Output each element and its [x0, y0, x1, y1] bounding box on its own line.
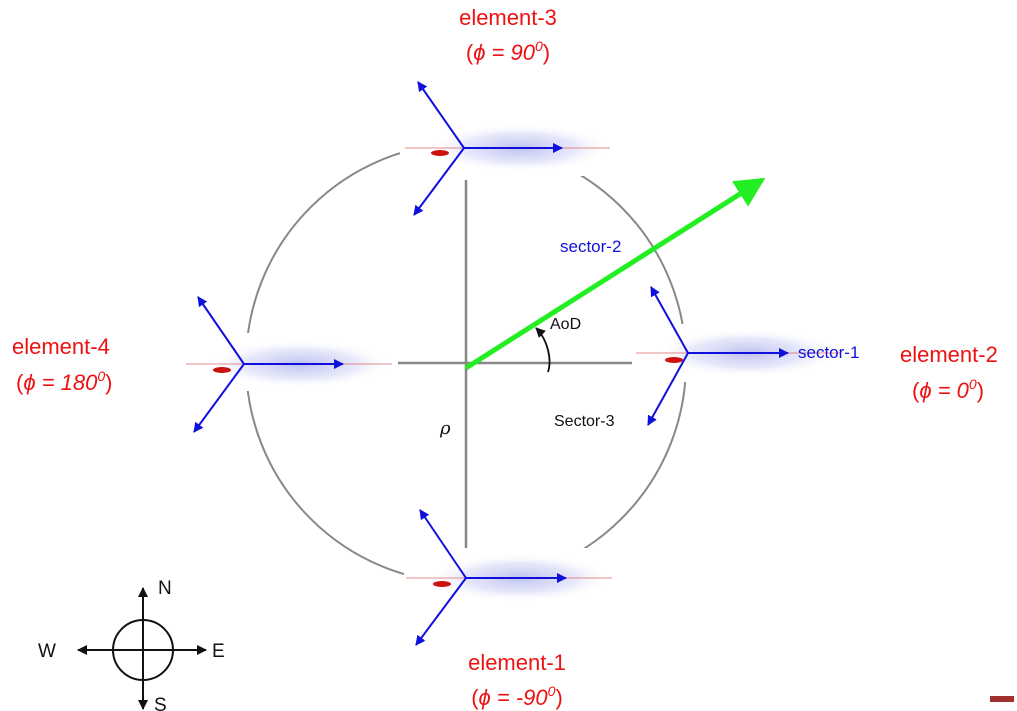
compass-s-label: S: [154, 695, 167, 711]
sector-2-label: sector-2: [560, 237, 621, 256]
element-4-sector-arrow-down: [193, 363, 245, 433]
corner-logo-fragment: [990, 696, 1014, 702]
element-4-label-group: element-4 (ϕ = 1800): [12, 334, 113, 395]
element-1-sector-arrow-up: [419, 509, 467, 579]
element-3-sector-arrow-up: [417, 81, 465, 149]
compass-n-label: N: [158, 578, 172, 599]
element-2-antenna: [632, 286, 840, 426]
element-4-sector-arrow-up: [197, 296, 245, 365]
element-3-name: element-3: [459, 5, 557, 30]
element-1-antenna: [404, 509, 614, 646]
element-2-label-group: element-2 (ϕ = 00): [900, 342, 998, 403]
element-1-phi: (ϕ = -900): [471, 683, 563, 710]
element-4-name: element-4: [12, 334, 110, 359]
element-2-name: element-2: [900, 342, 998, 367]
element-1-name: element-1: [468, 650, 566, 675]
sector-3-label: Sector-3: [554, 413, 615, 430]
element-1-red-spot: [433, 581, 451, 587]
aod-angle-arc: [535, 327, 551, 373]
aod-label: AoD: [550, 316, 581, 333]
element-4-phi: (ϕ = 1800): [16, 368, 113, 395]
element-4-red-spot: [213, 367, 231, 373]
element-2-red-spot: [665, 357, 683, 363]
element-3-sector-arrow-down: [413, 147, 465, 216]
element-1-sector-arrow-down: [415, 577, 467, 646]
element-2-sector-arrow-down: [647, 352, 689, 426]
element-2-phi: (ϕ = 00): [912, 376, 984, 403]
element-4-antenna: [184, 296, 392, 433]
rho-label: ρ: [439, 418, 451, 439]
element-3-antenna: [400, 81, 612, 216]
compass-rose: N S E W: [38, 578, 225, 711]
sector-1-label: sector-1: [798, 343, 859, 362]
beam-arrow: [464, 177, 766, 371]
element-1-label-group: element-1 (ϕ = -900): [468, 650, 566, 710]
element-3-red-spot: [431, 150, 449, 156]
element-2-sector-arrow-up: [650, 286, 689, 354]
compass-e-label: E: [212, 641, 225, 662]
compass-w-label: W: [38, 641, 56, 662]
element-3-label-group: element-3 (ϕ = 900): [459, 5, 557, 65]
element-3-phi: (ϕ = 900): [466, 38, 550, 65]
